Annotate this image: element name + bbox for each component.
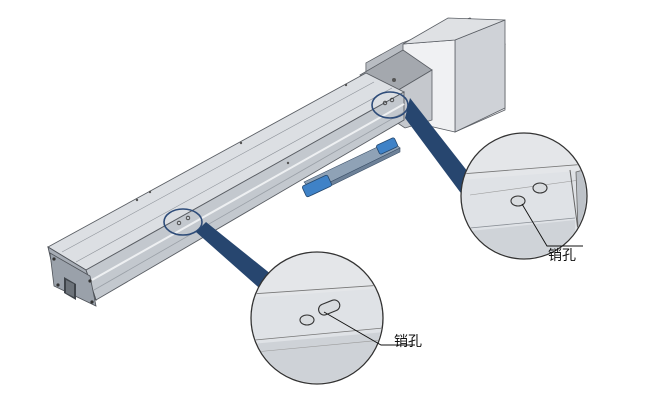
pin-hole-a (510, 195, 526, 207)
pin-hole-c (299, 314, 315, 326)
callout-lower: 销孔 (163, 208, 422, 385)
rail-body (47, 72, 405, 307)
callout-lower-source-ring (163, 208, 203, 236)
pin-hole-b (532, 182, 548, 194)
callout-lower-label: 销孔 (394, 334, 422, 350)
callout-upper: 销孔 (371, 91, 588, 264)
cable-slider (302, 137, 401, 198)
callout-upper-beam (405, 98, 468, 196)
callout-lower-leader (323, 311, 415, 346)
callout-upper-leader (521, 203, 583, 247)
pin-slot (318, 299, 341, 316)
callout-upper-label: 销孔 (548, 248, 576, 264)
callout-upper-source-ring (371, 91, 409, 119)
motor-housing (359, 17, 506, 133)
